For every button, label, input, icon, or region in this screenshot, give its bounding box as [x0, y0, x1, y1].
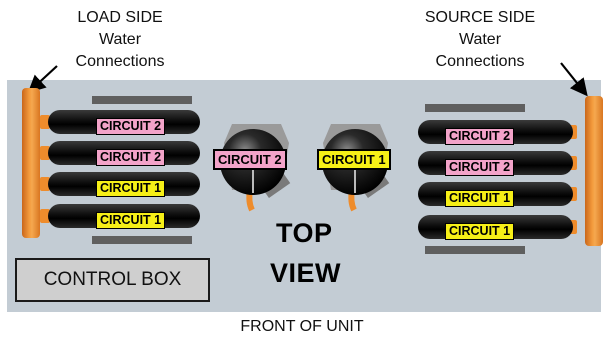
source-coil-label: CIRCUIT 2 — [445, 159, 515, 176]
load-stub — [40, 115, 50, 129]
load-coil-label: CIRCUIT 1 — [96, 212, 166, 229]
source-coil-label: CIRCUIT 1 — [445, 190, 515, 207]
load-side-caption-line2: Water — [98, 31, 142, 48]
source-side-caption-line3: Connections — [435, 53, 525, 70]
load-stub — [40, 209, 50, 223]
control-box: CONTROL BOX — [15, 258, 210, 302]
load-side-caption-line1: LOAD SIDE — [77, 9, 163, 26]
view-title-top: TOP — [276, 218, 333, 248]
load-side-arrow — [27, 65, 58, 93]
load-side-caption: LOAD SIDE Water Connections — [40, 7, 200, 73]
compressor-label: CIRCUIT 1 — [317, 149, 391, 170]
source-coil-label: CIRCUIT 2 — [445, 128, 515, 145]
view-title-view: VIEW — [270, 258, 342, 288]
source-coil-bracket — [425, 104, 525, 254]
front-of-unit-caption: FRONT OF UNIT — [240, 318, 364, 335]
source-side-arrow — [560, 62, 588, 97]
source-side-header-pipe — [585, 96, 603, 246]
source-coil-label: CIRCUIT 1 — [445, 223, 515, 240]
load-coil-bracket — [92, 96, 192, 244]
source-side-caption-line2: Water — [458, 31, 502, 48]
load-coil-label: CIRCUIT 1 — [96, 180, 166, 197]
load-stub — [40, 177, 50, 191]
load-coil-label: CIRCUIT 2 — [96, 118, 166, 135]
load-stub — [40, 146, 50, 160]
source-side-caption: SOURCE SIDE Water Connections — [400, 7, 560, 73]
source-side-caption-line1: SOURCE SIDE — [424, 9, 536, 26]
compressor-label: CIRCUIT 2 — [213, 149, 287, 170]
load-side-header-pipe — [22, 88, 40, 238]
load-coil-label: CIRCUIT 2 — [96, 149, 166, 166]
load-side-caption-line3: Connections — [75, 53, 165, 70]
